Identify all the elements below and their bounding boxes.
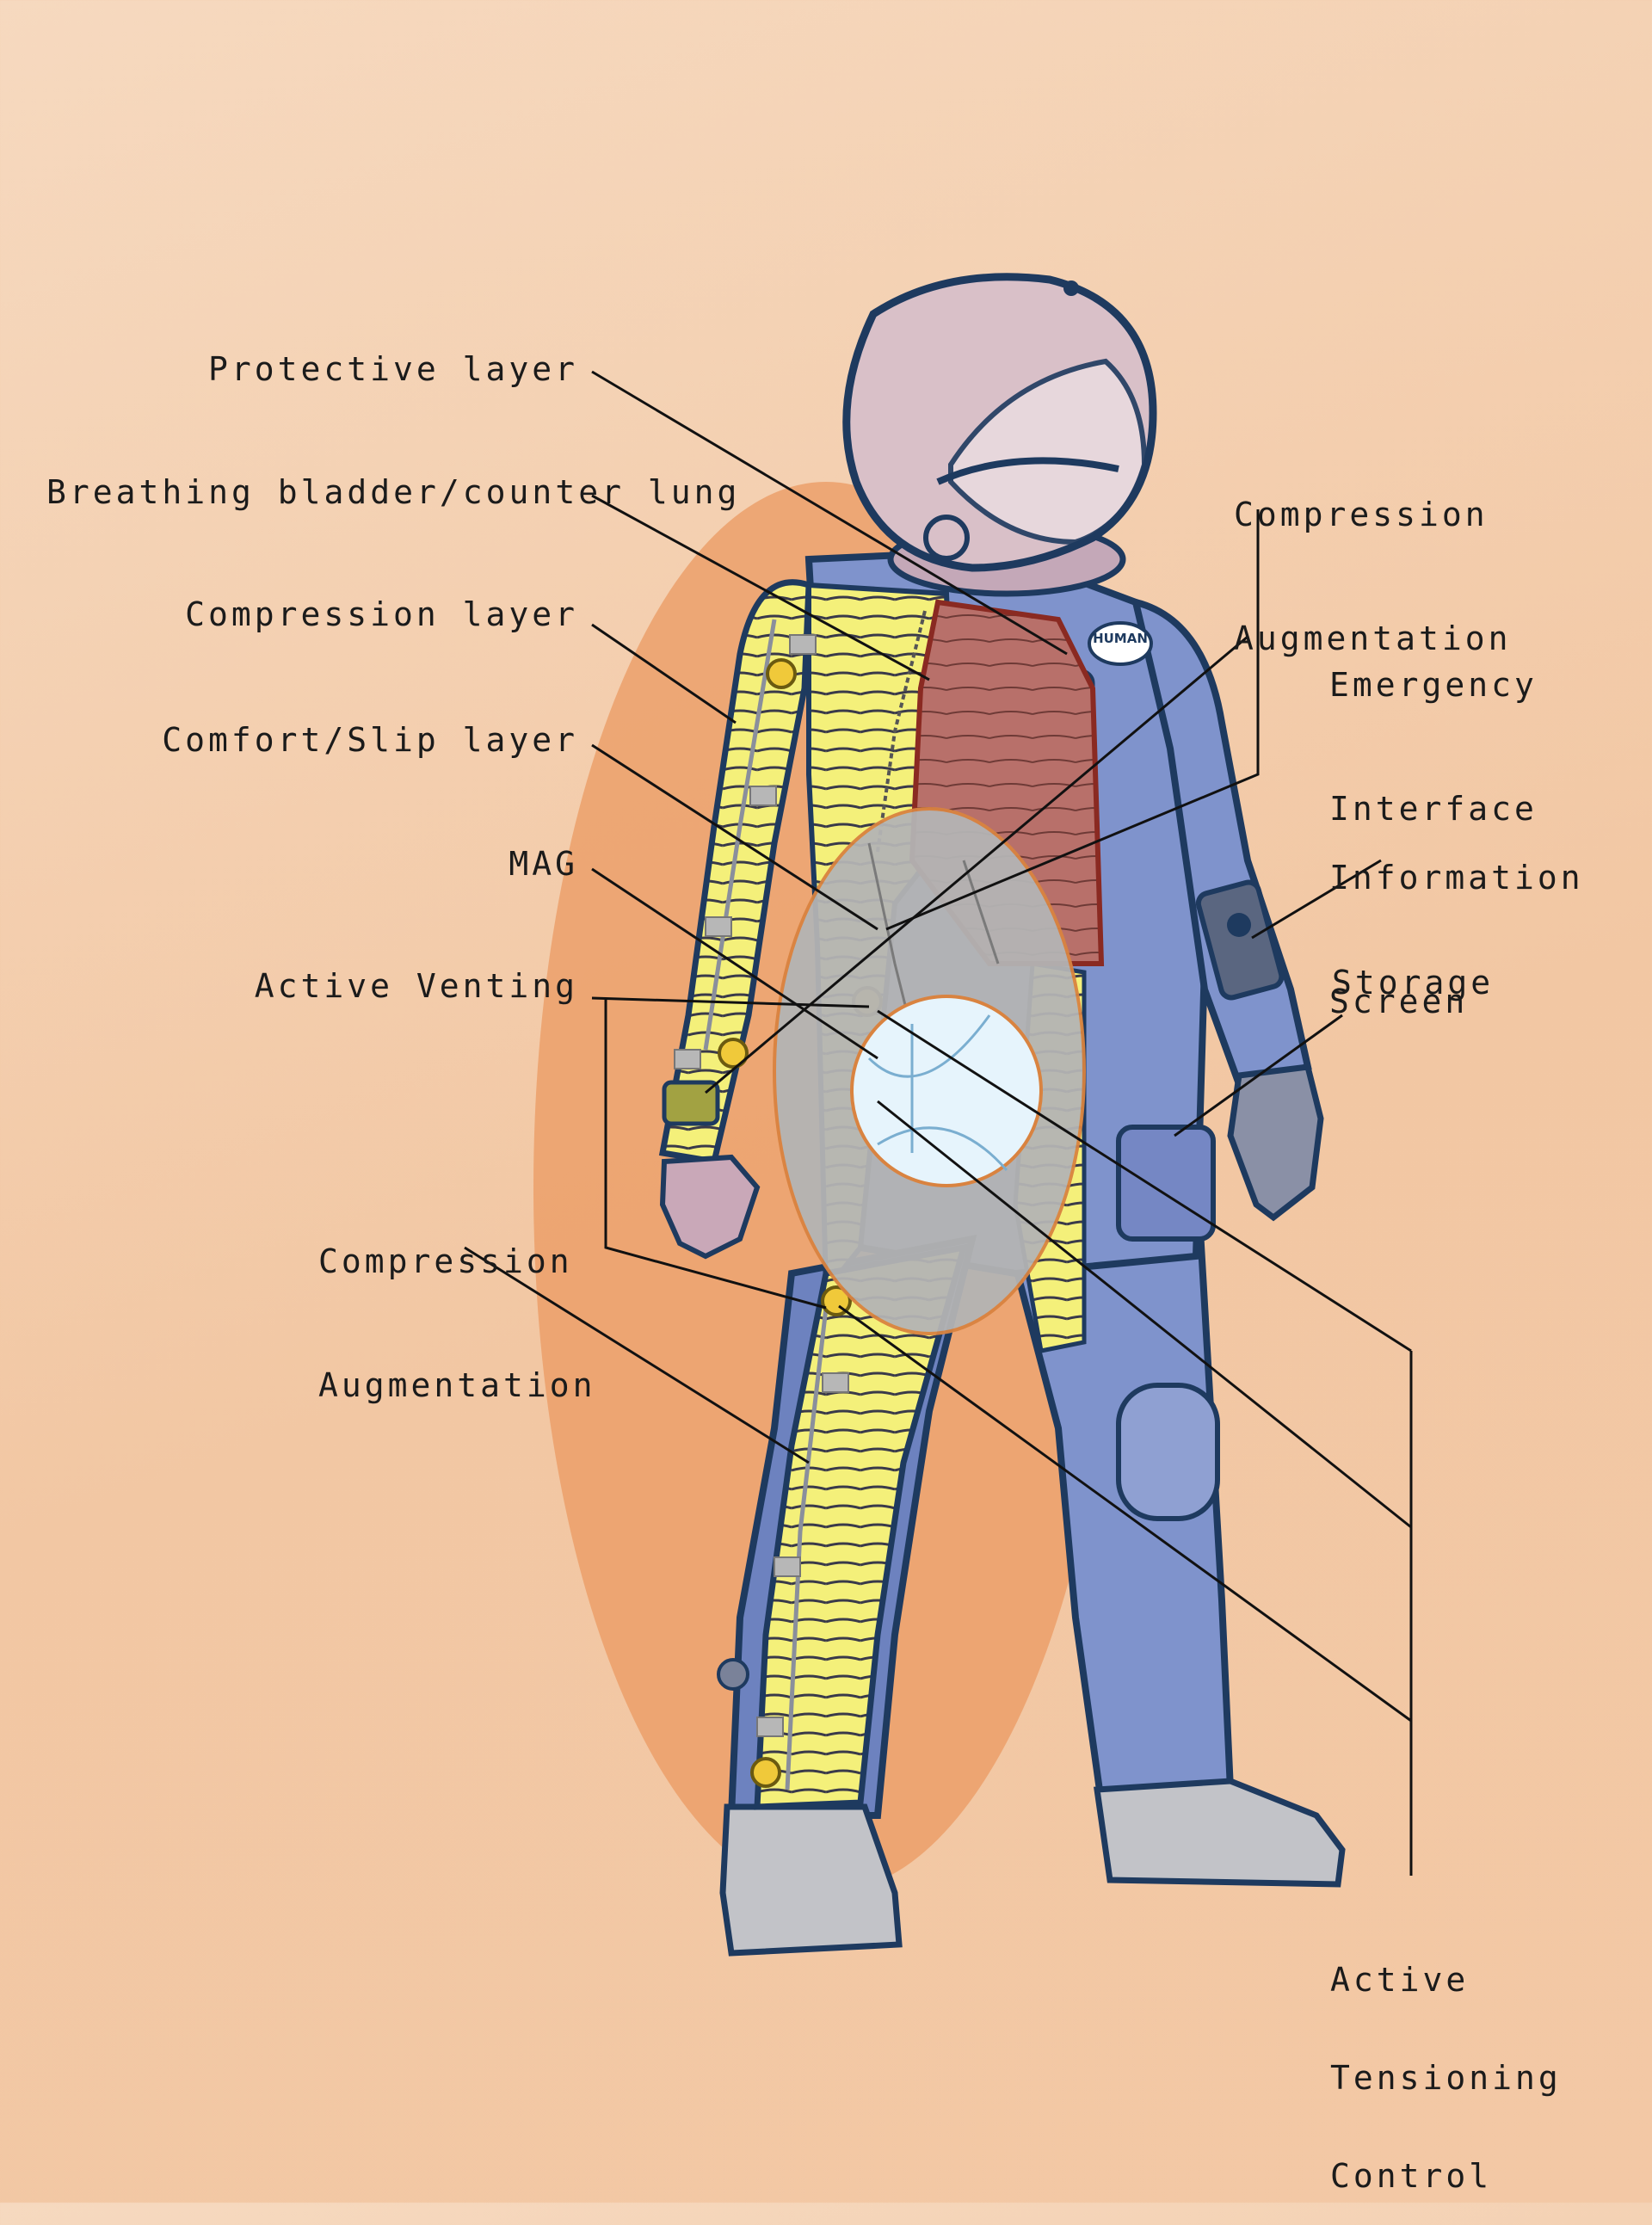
- label-breathing-bladder: Breathing bladder/counter lung: [46, 473, 741, 511]
- label-mag: MAG: [509, 845, 578, 883]
- label-comfort-slip-layer: Comfort/Slip layer: [162, 721, 578, 759]
- leader-line-compression-aug-right: [885, 509, 1260, 931]
- label-compression-layer: Compression layer: [185, 595, 578, 633]
- leader-line-tensioning-2: [877, 1100, 1412, 1529]
- storage-pocket: [1116, 1125, 1216, 1242]
- tensioner: [705, 916, 732, 937]
- label-compression-augmentation-right: Compression Augmentation: [1234, 496, 1512, 657]
- leader-line-compression-aug-left: [464, 1246, 810, 1464]
- zipper: [876, 610, 927, 853]
- visor-hinge: [936, 457, 1119, 485]
- label-protective-layer: Protective layer: [207, 350, 578, 388]
- left-boot: [719, 1803, 903, 1957]
- information-screen-device: [1195, 879, 1285, 1001]
- tensioner: [749, 786, 777, 806]
- wrist-band: [662, 1080, 720, 1126]
- helmet-visor: [948, 358, 1148, 545]
- tensioner: [822, 1372, 849, 1393]
- vent-button: [718, 1038, 749, 1069]
- right-boot: [1094, 1778, 1346, 1888]
- tension-cable-leg: [785, 1307, 829, 1790]
- leader-line-mag: [591, 867, 878, 1060]
- leader-line-tensioning-1: [877, 1009, 1412, 1353]
- leader-line-emergency-interface: [705, 635, 1248, 1094]
- tensioner: [674, 1049, 701, 1069]
- leader-line-protective-layer: [591, 370, 1068, 656]
- leader-line-tensioning-3: [838, 1304, 1412, 1723]
- knee-pad: [1116, 1383, 1220, 1521]
- ankle-dial: [717, 1658, 749, 1691]
- badge-text: HUMAN: [1093, 631, 1148, 646]
- leader-line-active-venting-2: [604, 1000, 827, 1310]
- tensioner: [789, 634, 817, 655]
- mag-fold: [867, 1014, 991, 1078]
- mag-fold: [877, 1126, 1008, 1171]
- tensioner: [756, 1717, 784, 1737]
- tension-cable-arm: [703, 619, 777, 1051]
- leader-line-breathing-bladder: [591, 494, 930, 681]
- helmet-valve: [923, 515, 970, 561]
- label-active-tensioning-control: Active Tensioning Control: [1330, 1961, 1562, 2195]
- leader-line-information-screen: [1251, 859, 1382, 940]
- helmet-light: [1063, 280, 1079, 296]
- leader-line-active-venting-1: [591, 996, 870, 1008]
- label-compression-augmentation-left: Compression Augmentation: [318, 1242, 596, 1404]
- leader-line-storage: [1174, 1014, 1343, 1137]
- info-screen-dial: [1227, 913, 1251, 937]
- vent-button: [750, 1757, 781, 1788]
- right-glove: [1227, 1063, 1324, 1222]
- label-emergency-interface: Emergency Interface: [1329, 666, 1538, 828]
- tensioner: [774, 1556, 801, 1577]
- leader-lines: [464, 370, 1413, 1876]
- mag-garment: [850, 995, 1043, 1187]
- label-active-venting: Active Venting: [254, 967, 578, 1005]
- comfort-fold: [962, 860, 1000, 965]
- compression-layer-arm: [658, 579, 812, 1165]
- label-information-screen: Information Screen: [1329, 859, 1584, 1020]
- left-hand: [659, 1154, 761, 1260]
- label-storage: Storage: [1332, 964, 1495, 1002]
- vent-button: [766, 658, 797, 689]
- leader-line-comfort-layer: [591, 743, 878, 931]
- leader-line-compression-layer: [591, 623, 737, 724]
- human-badge: [1088, 621, 1153, 666]
